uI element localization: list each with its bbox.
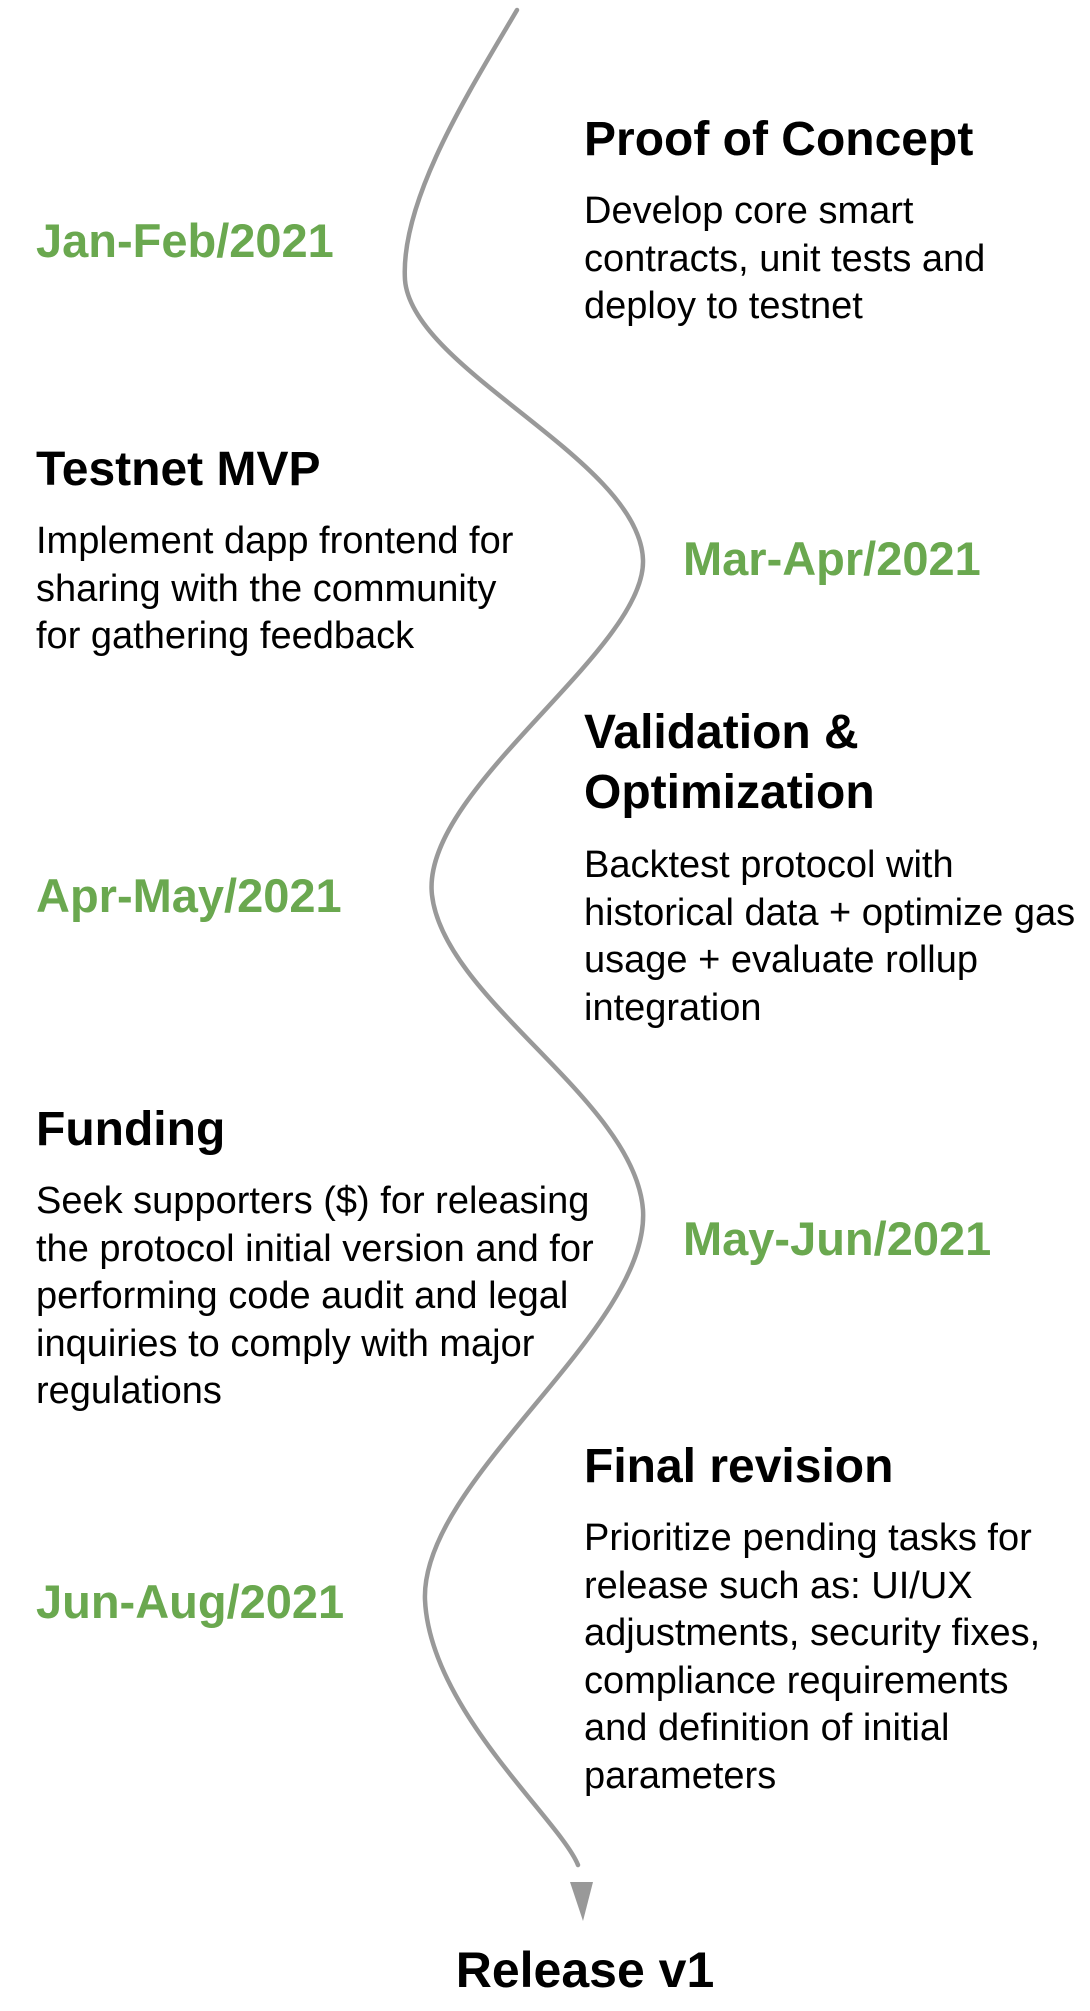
milestone-3-date: Apr-May/2021 <box>36 869 342 922</box>
milestone-2-description: Implement dapp frontend for sharing with… <box>36 520 514 657</box>
milestone-5-title: Final revision <box>584 1440 894 1493</box>
milestone-2-date: Mar-Apr/2021 <box>683 532 981 585</box>
milestone-4-description: Seek supporters ($) for releasing the pr… <box>36 1180 594 1412</box>
milestone-3-title: Validation & Optimization <box>584 706 875 819</box>
arrow-head-icon <box>570 1882 593 1921</box>
milestone-1-date: Jan-Feb/2021 <box>36 214 334 267</box>
milestone-3-description: Backtest protocol with historical data +… <box>584 844 1076 1029</box>
milestone-1-title: Proof of Concept <box>584 113 974 166</box>
milestone-2-title: Testnet MVP <box>36 443 321 496</box>
milestone-4-title: Funding <box>36 1103 226 1156</box>
milestone-4-date: May-Jun/2021 <box>683 1212 992 1265</box>
milestone-5-description: Prioritize pending tasks for release suc… <box>584 1517 1041 1797</box>
milestone-1-description: Develop core smart contracts, unit tests… <box>584 190 986 327</box>
release-label: Release v1 <box>455 1942 715 1998</box>
milestone-5-date: Jun-Aug/2021 <box>36 1575 345 1628</box>
timeline-curve <box>402 7 646 1868</box>
